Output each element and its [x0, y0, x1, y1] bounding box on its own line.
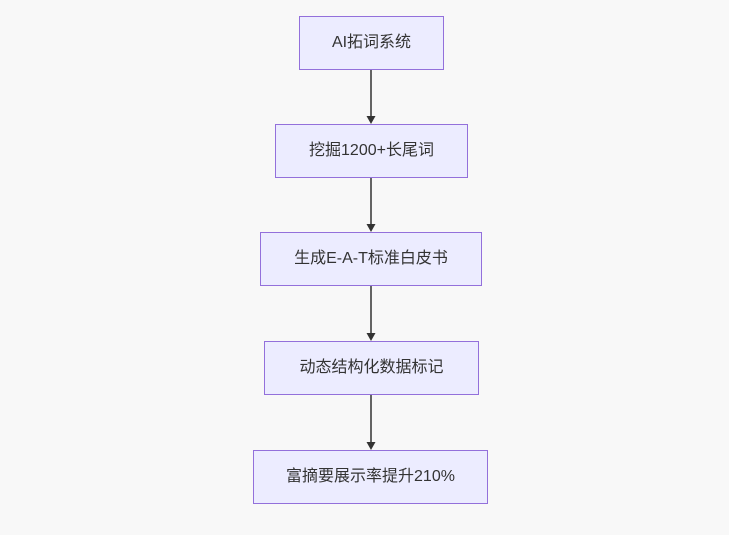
- flow-node-label: 动态结构化数据标记: [299, 359, 444, 376]
- flow-node-eat-whitepaper: 生成E-A-T标准白皮书: [260, 232, 482, 286]
- flow-node-longtail-mining: 挖掘1200+长尾词: [275, 124, 468, 178]
- edge-arrow-d-e: [366, 395, 376, 450]
- flow-node-label: AI拓词系统: [331, 34, 412, 51]
- flow-node-label: 富摘要展示率提升210%: [286, 468, 455, 485]
- edge-arrow-a-b: [366, 70, 376, 124]
- edge-arrow-c-d: [366, 286, 376, 341]
- flow-node-label: 挖掘1200+长尾词: [309, 142, 434, 159]
- flow-node-ai-keyword-system: AI拓词系统: [299, 16, 444, 70]
- flow-node-structured-data-markup: 动态结构化数据标记: [264, 341, 479, 395]
- flow-node-rich-snippet-result: 富摘要展示率提升210%: [253, 450, 488, 504]
- edge-arrow-b-c: [366, 178, 376, 232]
- flow-node-label: 生成E-A-T标准白皮书: [294, 250, 448, 267]
